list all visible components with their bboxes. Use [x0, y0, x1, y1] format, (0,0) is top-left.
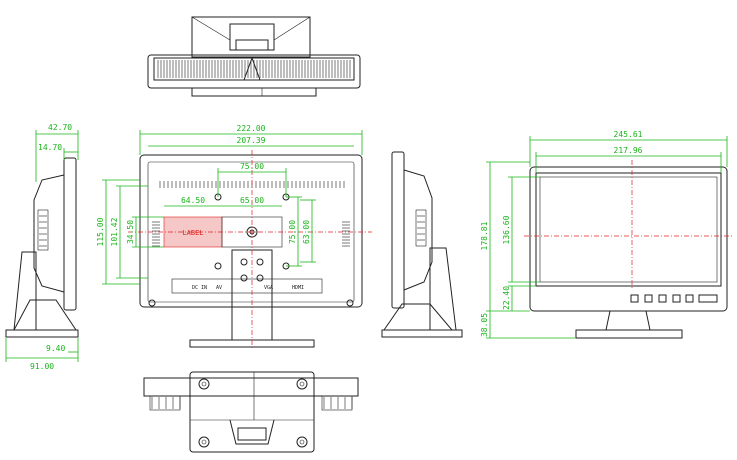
dim-back-width-outer: 222.00 [237, 124, 266, 133]
dim-vesa-width: 65.00 [240, 196, 264, 205]
front-button-5 [685, 294, 694, 303]
front-view [529, 166, 728, 339]
dim-side-base-total: 91.00 [30, 362, 54, 371]
dim-label-height: 34.50 [126, 220, 135, 244]
dim-front-width-outer: 245.61 [614, 130, 643, 139]
dim-label-width: 64.50 [181, 196, 205, 205]
dimension-lines [5, 130, 728, 362]
bottom-view [143, 371, 359, 453]
dim-front-bottom-bezel: 22.40 [502, 286, 511, 310]
dim-side-depth-top: 42.70 [48, 123, 72, 132]
dim-side-depth-second: 14.70 [38, 143, 62, 152]
port-vga: VGA [264, 285, 273, 291]
port-hdmi: HDMI [292, 285, 304, 291]
port-dc: DC IN [192, 285, 207, 291]
front-button-3 [658, 294, 667, 303]
dim-vesa-v1: 75.00 [288, 220, 297, 244]
dimension-labels: 42.70 14.70 9.40 91.00 222.00 207.39 75.… [30, 123, 643, 371]
center-lines [128, 150, 732, 350]
side-view-left [5, 157, 79, 338]
port-av: AV [216, 285, 222, 291]
dim-front-height-outer: 178.81 [480, 221, 489, 250]
side-view-right [381, 151, 463, 338]
dim-front-height-screen: 136.60 [502, 215, 511, 244]
front-indicator [698, 294, 718, 303]
top-view [147, 16, 361, 97]
dim-vesa-top: 75.00 [240, 162, 264, 171]
dim-back-height-outer: 115.00 [96, 217, 105, 246]
front-button-4 [672, 294, 681, 303]
dim-back-height-inner: 101.42 [110, 217, 119, 246]
dim-side-base-step: 9.40 [46, 344, 65, 353]
label-text: LABEL [182, 229, 203, 237]
front-button-2 [644, 294, 653, 303]
front-button-1 [630, 294, 639, 303]
dim-vesa-v2: 63.00 [302, 220, 311, 244]
back-view: LABEL DC IN AV VGA HDMI [139, 154, 363, 348]
dim-back-width-inner: 207.39 [237, 136, 266, 145]
dim-front-width-inner: 217.96 [614, 146, 643, 155]
dim-front-stand-height: 38.05 [480, 313, 489, 337]
